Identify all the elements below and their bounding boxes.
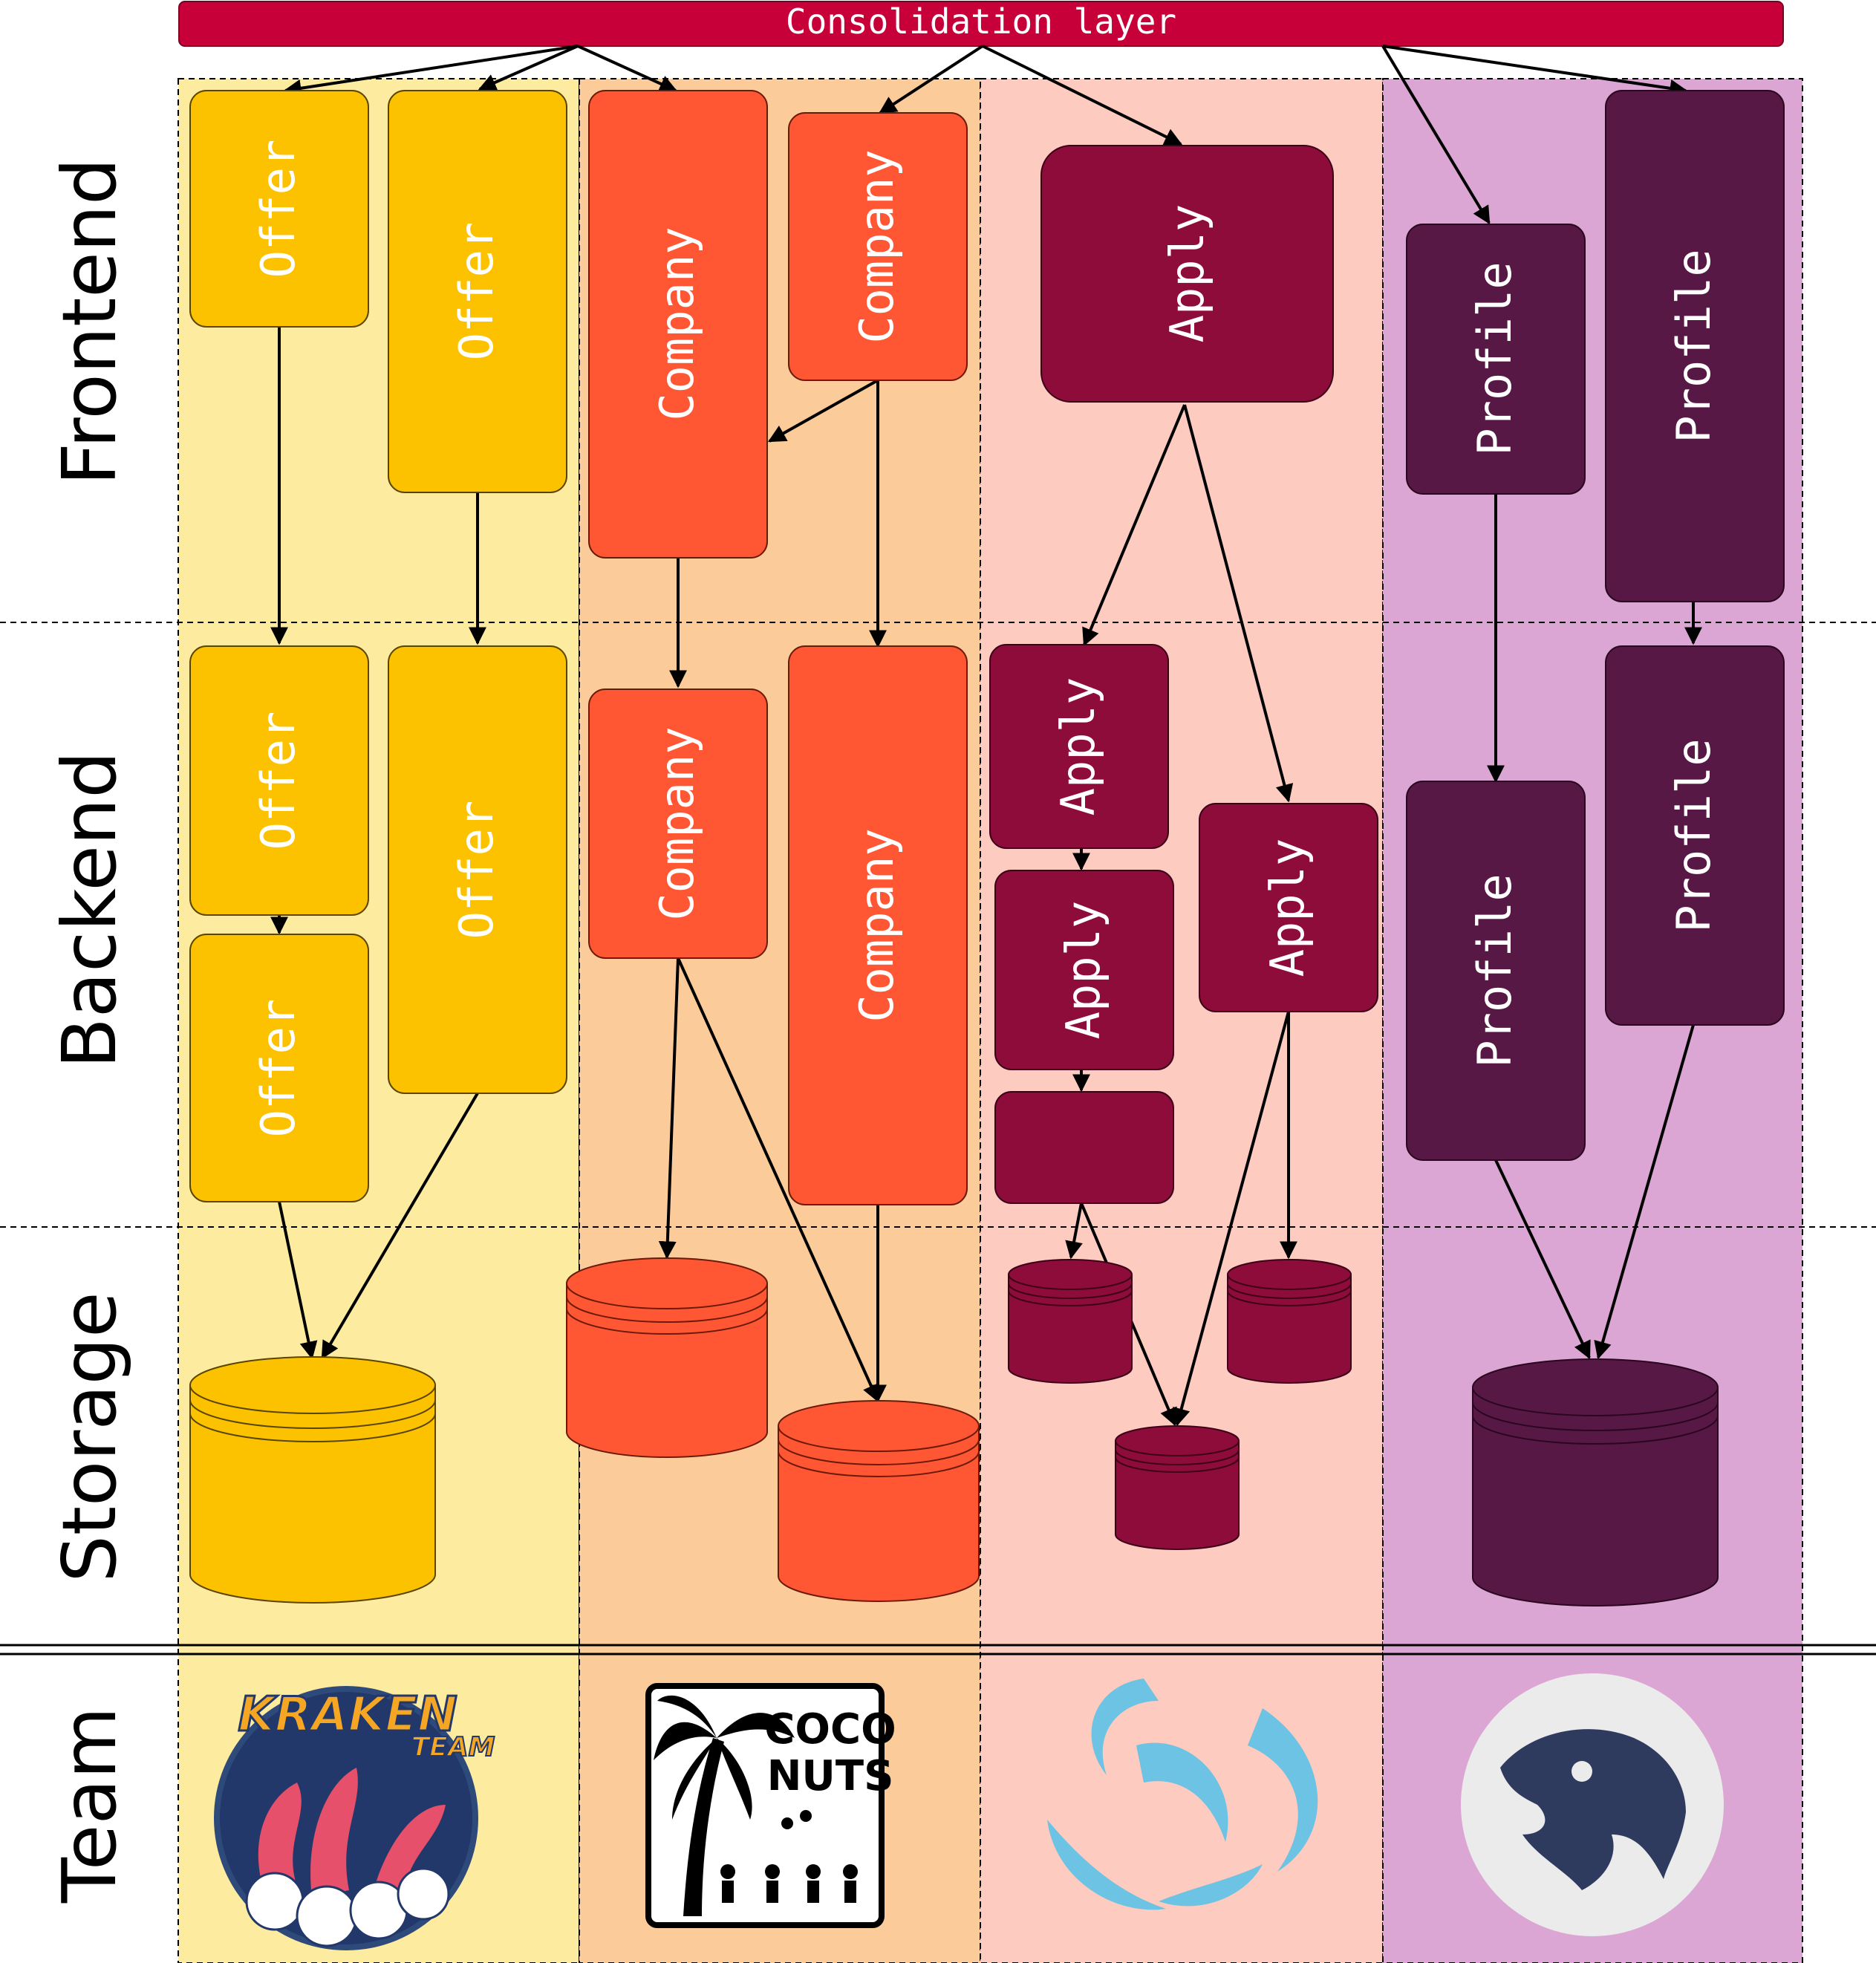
arrow [478, 45, 579, 91]
row-label-team: Team [46, 1707, 133, 1904]
apply-backend-box-1[interactable] [989, 644, 1169, 849]
consolidation-layer-label: Consolidation layer [786, 1, 1176, 42]
arrows [270, 45, 1702, 1427]
company-database-icon-1[interactable] [566, 1257, 768, 1458]
company-frontend-label-2: Company [850, 149, 904, 343]
offer-column: Offer Offer Offer Offer Offer [189, 90, 567, 1604]
eagle-head-icon [1500, 1729, 1686, 1890]
kraken-logo-text-line2: TEAM [411, 1732, 495, 1762]
arrow [1494, 1159, 1591, 1360]
arrow [278, 1201, 318, 1360]
apply-backend-box-3[interactable] [994, 1091, 1174, 1204]
company-frontend-box-1[interactable] [588, 90, 768, 559]
offer-backend-box-2[interactable] [189, 934, 369, 1202]
arrow [677, 957, 880, 1403]
eagle-logo-icon [1461, 1673, 1724, 1936]
arrow [1183, 404, 1294, 803]
offer-backend-box-3[interactable] [388, 645, 567, 1094]
offer-backend-label-3: Offer [449, 801, 504, 940]
apply-database-icon-1[interactable] [1008, 1259, 1133, 1384]
coconuts-logo-text-line1: COCO [764, 1705, 896, 1754]
row-label-frontend: Frontend [46, 157, 133, 485]
arrow [1382, 45, 1688, 97]
apply-frontend-label: Apply [1160, 204, 1214, 343]
offer-backend-box-1[interactable] [189, 645, 369, 916]
company-backend-box-2[interactable] [788, 645, 968, 1205]
running-people-icon [720, 1810, 858, 1903]
kraken-logo-text-line1: KRAKEN [238, 1687, 457, 1742]
arrow [982, 45, 1183, 146]
company-frontend-box-2[interactable] [788, 112, 968, 381]
eagle-eye-icon [1572, 1761, 1592, 1782]
profile-backend-label-2: Profile [1667, 738, 1721, 932]
company-frontend-label-1: Company [650, 227, 704, 420]
apply-database-icon-3[interactable] [1115, 1425, 1240, 1550]
palm-tree-icon [654, 1695, 795, 1916]
apply-database-icon-2[interactable] [1227, 1259, 1352, 1384]
profile-backend-box-2[interactable] [1605, 645, 1785, 1026]
company-database-icon-2[interactable] [778, 1400, 980, 1602]
kraken-team-logo: KRAKEN TEAM [214, 1686, 496, 1950]
profile-frontend-box-1[interactable] [1406, 224, 1586, 495]
coconuts-logo-frame [645, 1683, 885, 1928]
company-backend-box-1[interactable] [588, 688, 768, 959]
arrow [1065, 1202, 1083, 1260]
offer-database-icon[interactable] [189, 1356, 436, 1604]
apply-frontend-box[interactable] [1040, 145, 1334, 403]
apply-backend-box-4[interactable] [1199, 803, 1378, 1012]
profile-frontend-label-1: Profile [1468, 261, 1522, 455]
apply-backend-label-2: Apply [1056, 901, 1110, 1040]
arrow [1381, 45, 1491, 225]
arrow [1173, 1011, 1290, 1427]
profile-frontend-label-2: Profile [1667, 249, 1721, 443]
arrow [1594, 1024, 1695, 1360]
apply-column: Apply Apply Apply Apply [989, 145, 1378, 1550]
arrow [283, 45, 579, 97]
arrow [1082, 404, 1186, 647]
coconuts-logo-text-line2: NUTS [767, 1752, 894, 1800]
offer-frontend-label-2: Offer [449, 222, 504, 361]
coconuts-team-logo: COCO NUTS [645, 1683, 896, 1928]
offer-frontend-label-1: Offer [251, 140, 305, 279]
row-label-backend: Backend [46, 751, 133, 1069]
profile-frontend-box-2[interactable] [1605, 90, 1785, 602]
arrow [658, 957, 680, 1260]
apply-backend-label-4: Apply [1260, 839, 1315, 977]
apply-backend-label-1: Apply [1051, 677, 1105, 816]
company-backend-label-2: Company [850, 828, 904, 1022]
profile-database-icon[interactable] [1472, 1358, 1719, 1606]
company-backend-label-1: Company [650, 726, 704, 920]
offer-frontend-box-1[interactable] [189, 90, 369, 328]
company-column: Company Company Company Company [566, 90, 980, 1602]
offer-backend-label-1: Offer [251, 712, 305, 850]
arrow [767, 379, 879, 443]
profile-column: Profile Profile Profile Profile [1406, 90, 1785, 1606]
apply-backend-box-2[interactable] [994, 870, 1174, 1070]
profile-backend-box-1[interactable] [1406, 781, 1586, 1161]
offer-frontend-box-2[interactable] [388, 90, 567, 493]
profile-backend-label-1: Profile [1468, 873, 1522, 1067]
arrow [878, 45, 984, 114]
arrow [321, 1092, 479, 1360]
offer-backend-label-2: Offer [251, 999, 305, 1138]
row-label-storage: Storage [46, 1292, 133, 1582]
arrow [577, 45, 678, 92]
kraken-tentacle-icon [258, 1768, 446, 1901]
wave-logo-icon [1047, 1679, 1318, 1910]
kraken-waves-icon [245, 1867, 450, 1947]
